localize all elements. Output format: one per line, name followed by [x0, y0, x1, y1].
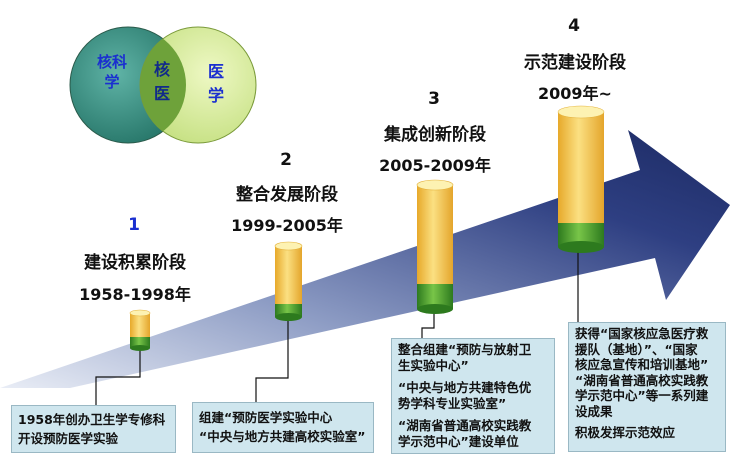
stage-4-desc-line: 援队（基地）”、“国家 [575, 341, 698, 357]
venn-left-text: 核科学 [96, 53, 127, 91]
connector-lines [95, 250, 579, 405]
cylinder-stage-1 [129, 309, 151, 351]
cylinder-stage-4 [557, 105, 605, 253]
stage-1-name: 建设积累阶段 [84, 253, 186, 273]
connector-1 [95, 350, 141, 405]
stage-2-number: 2 [280, 150, 292, 170]
stage-3-number: 3 [428, 89, 440, 109]
stage-3-description: 整合组建“预防与放射卫 生实验中心” “中央与地方共建特色优 势学科专业实验室”… [391, 338, 555, 454]
stage-1-years: 1958-1998年 [79, 285, 191, 304]
connector-3 [421, 313, 435, 338]
stage-4-desc-line: 获得“国家核应急医疗救 [575, 326, 709, 341]
stage-3-desc-line: “湖南省普通高校实践教 [398, 418, 532, 433]
stage-4-desc-line: 核应急宣传和培训基地” [575, 357, 709, 372]
stage-3-desc-line: 整合组建“预防与放射卫 [398, 342, 532, 357]
venn-label-nuclear-science: 核科学 [96, 52, 128, 92]
stage-3-name: 集成创新阶段 [384, 125, 486, 145]
venn-overlap [140, 27, 186, 143]
stage-1-number: 1 [128, 215, 140, 235]
venn-center-text: 核医 [153, 60, 170, 103]
stage-4-desc-line: 设成果 [575, 403, 613, 419]
stage-4-description: 获得“国家核应急医疗救 援队（基地）”、“国家 核应急宣传和培训基地” “湖南省… [568, 322, 726, 452]
stage-1-desc-line: 1958年创办卫生学专修科 [18, 412, 166, 427]
stage-3-desc-line: 学示范中心”建设单位 [398, 434, 519, 449]
stage-3-years: 2005-2009年 [379, 156, 491, 175]
stage-4-desc-line: 学示范中心”等一系列建 [575, 388, 709, 403]
stage-1-desc-line: 开设预防医学实验 [18, 431, 119, 446]
venn-label-nuclear-medicine: 核医 [147, 58, 177, 106]
stage-4-desc-line: 积极发挥示范效应 [575, 425, 676, 440]
stage-1-description: 1958年创办卫生学专修科 开设预防医学实验 [11, 405, 176, 453]
stage-4-desc-line: “湖南省普通高校实践教 [575, 372, 709, 388]
stage-3-desc-line: “中央与地方共建特色优 [398, 380, 532, 395]
stage-2-name: 整合发展阶段 [236, 185, 338, 205]
stage-2-years: 1999-2005年 [231, 216, 343, 235]
stage-3-desc-line: 生实验中心” [398, 358, 469, 373]
connector-2 [255, 318, 289, 402]
venn-diagram [69, 26, 257, 144]
stage-4-name: 示范建设阶段 [524, 53, 626, 73]
stage-2-desc-line: “中央与地方共建高校实验室” [199, 429, 366, 444]
cylinder-stage-3 [416, 179, 454, 314]
cylinder-stage-2 [274, 241, 303, 321]
stage-2-description: 组建“预防医学实验中心 “中央与地方共建高校实验室” [192, 402, 374, 453]
stage-3-desc-line: 势学科专业实验室” [398, 396, 507, 411]
stage-4-number: 4 [568, 16, 580, 36]
venn-right-text: 医学 [207, 62, 224, 105]
stage-2-desc-line: 组建“预防医学实验中心 [199, 410, 333, 425]
stage-4-years: 2009年~ [538, 84, 612, 103]
timeline-arrow [0, 130, 730, 388]
venn-label-medicine: 医学 [201, 60, 231, 108]
